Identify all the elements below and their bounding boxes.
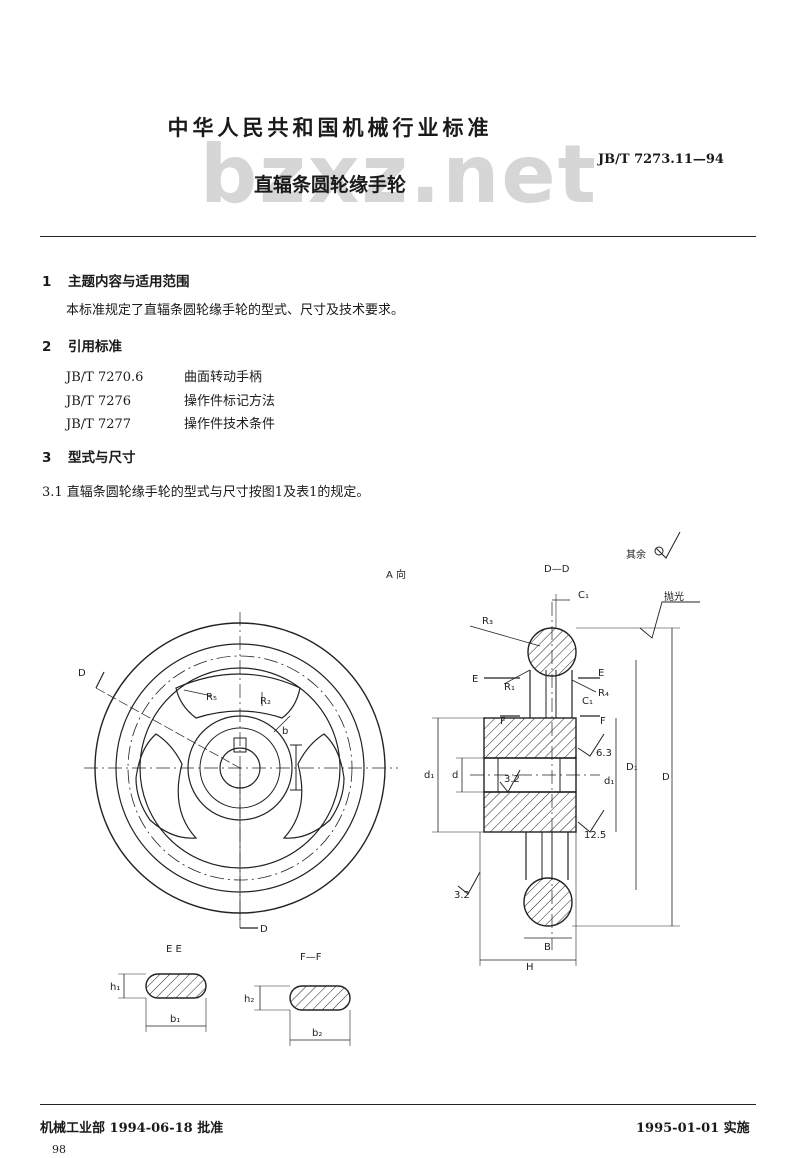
document-title: 直辐条圆轮缘手轮 <box>253 174 406 196</box>
label-h2: h₂ <box>244 994 254 1005</box>
label-d1-right: d₁ <box>604 776 614 787</box>
label-d-bottom: D <box>260 924 268 935</box>
label-c1: C₁ <box>578 590 589 601</box>
view-a-label: A 向 <box>386 568 406 581</box>
section-view-ff: F—F h₂ b₂ <box>244 952 351 1046</box>
label-h1: h₁ <box>110 982 120 993</box>
label-roughness-12-5: 12.5 <box>584 830 606 841</box>
label-H: H <box>526 962 534 973</box>
section-view-ee: E E h₁ b₁ <box>110 944 207 1032</box>
label-e-right: E <box>598 668 604 679</box>
view-dd-label: D—D <box>544 564 570 575</box>
reference-name: 操作件标记方法 <box>184 394 276 409</box>
polish-label: 抛光 <box>664 590 684 603</box>
label-B: B <box>544 942 551 953</box>
label-b: b <box>282 726 288 737</box>
view-ff-label: F—F <box>300 952 322 963</box>
label-d: d <box>452 770 458 781</box>
section-1-heading: 1 主题内容与适用范围 <box>42 270 190 290</box>
handwheel-drawing: D R₅ R₂ b D A 向 D—D 其余 抛光 <box>78 531 700 1046</box>
reference-code: JB/T 7277 <box>66 417 132 432</box>
label-d: D <box>78 668 86 679</box>
reference-row: JB/T 7277 操作件技术条件 <box>66 413 275 432</box>
section-3-heading: 3 型式与尺寸 <box>42 446 136 466</box>
section-number: 2 <box>42 339 52 355</box>
label-f-left: F <box>500 716 506 727</box>
label-b1: b₁ <box>170 1014 180 1025</box>
section-view-dd: D—D 其余 抛光 <box>424 531 700 973</box>
page-number: 98 <box>52 1143 66 1156</box>
section-title: 引用标准 <box>68 339 122 355</box>
reference-row: JB/T 7276 操作件标记方法 <box>66 390 275 409</box>
reference-name: 操作件技术条件 <box>184 417 276 432</box>
footer-rule <box>40 1104 756 1105</box>
standard-number: JB/T 7273.11—94 <box>598 152 724 167</box>
label-r3: R₃ <box>482 616 493 627</box>
label-roughness-3-2: 3.2 <box>504 774 520 785</box>
header-rule <box>40 236 756 237</box>
reference-name: 曲面转动手柄 <box>184 370 263 385</box>
label-e-left: E <box>472 674 478 685</box>
label-r4: R₄ <box>598 688 609 699</box>
reference-code: JB/T 7276 <box>66 394 132 409</box>
section-number: 1 <box>42 274 52 290</box>
label-D: D <box>662 772 670 783</box>
label-c1-lower: C₁ <box>582 696 593 707</box>
header-title: 中华人民共和国机械行业标准 <box>167 116 493 140</box>
section-3-text: 3.1 直辐条圆轮缘手轮的型式与尺寸按图1及表1的规定。 <box>42 485 370 500</box>
view-ee-label: E E <box>166 944 182 955</box>
section-title: 主题内容与适用范围 <box>68 274 190 290</box>
section-2-heading: 2 引用标准 <box>42 335 122 355</box>
label-D1: D₁ <box>626 762 638 773</box>
watermark: bzxz.net <box>200 128 598 221</box>
reference-code: JB/T 7270.6 <box>66 370 144 385</box>
section-number: 3 <box>42 450 52 466</box>
approval-date: 机械工业部 1994-06-18 批准 <box>40 1121 224 1136</box>
label-r2: R₂ <box>260 696 271 707</box>
label-b2: b₂ <box>312 1028 322 1039</box>
other-surfaces-label: 其余 <box>626 548 646 561</box>
front-view: D R₅ R₂ b D A 向 <box>78 568 406 935</box>
label-roughness-3-2-b: 3.2 <box>454 890 470 901</box>
section-title: 型式与尺寸 <box>68 450 136 466</box>
effective-date: 1995-01-01 实施 <box>636 1121 750 1136</box>
label-d1: d₁ <box>424 770 434 781</box>
label-f-right: F <box>600 716 606 727</box>
label-r5: R₅ <box>206 692 217 703</box>
label-roughness-6-3: 6.3 <box>596 748 612 759</box>
section-1-text: 本标准规定了直辐条圆轮缘手轮的型式、尺寸及技术要求。 <box>66 303 405 318</box>
reference-row: JB/T 7270.6 曲面转动手柄 <box>66 366 262 385</box>
label-r1: R₁ <box>504 682 515 693</box>
